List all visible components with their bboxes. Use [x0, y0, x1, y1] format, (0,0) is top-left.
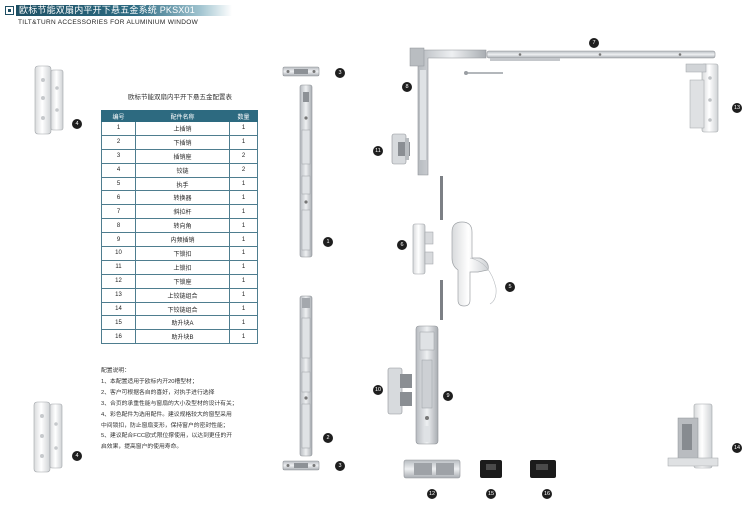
col-header-part-name: 配件名称 — [135, 110, 230, 122]
callout-badge: 7 — [589, 38, 599, 48]
header-marker-icon — [5, 6, 14, 15]
notes-heading: 配置说明： — [101, 368, 130, 374]
upper-bolt-icon — [299, 84, 313, 258]
cell-quantity: 1 — [229, 176, 258, 192]
callout-badge: 6 — [397, 240, 407, 250]
callout-badge: 16 — [542, 489, 552, 499]
drive-rod-upper-icon — [440, 176, 443, 220]
hinge-bottom-left-icon — [33, 401, 63, 473]
callout-badge: 4 — [72, 119, 82, 129]
lower-lock-seat-icon — [403, 459, 461, 479]
col-header-number: 编号 — [101, 110, 136, 122]
bottom-hinge-assembly-icon — [667, 403, 719, 469]
notes-line: 1、本配置适用于欧标内开20槽型材； — [101, 378, 198, 385]
callout-badge: 1 — [323, 237, 333, 247]
cell-quantity: 1 — [229, 204, 258, 220]
notes-line: 2、客户可根据各自的喜好，对执手进行选择 — [101, 389, 215, 396]
notes-line: 5、建议配合FCC欧式限位撑使用，以达到更佳的开 — [101, 433, 233, 440]
callout-badge: 8 — [402, 82, 412, 92]
callout-badge: 12 — [427, 489, 437, 499]
corner-drive-icon — [409, 47, 487, 176]
cell-quantity: 1 — [229, 329, 258, 345]
lift-block-b-icon — [530, 460, 556, 478]
hinge-top-left-icon — [34, 65, 64, 135]
transmission-icon — [412, 223, 434, 275]
notes-line: 3、合页的承重性能与窗扇的大小及型材的设计有关； — [101, 400, 238, 407]
page-subtitle: TILT&TURN ACCESSORIES FOR ALUMINIUM WIND… — [18, 19, 199, 26]
table-title: 欧标节能双扇内平开下悬五金配置表 — [128, 94, 232, 101]
page-title: 欧标节能双扇内平开下悬五金系统 PKSX01 — [19, 5, 195, 15]
notes-line: 4、彩色配件为选用配件。建议规格较大的窗型采用 — [101, 411, 232, 418]
config-notes: 配置说明： 1、本配置适用于欧标内开20槽型材； 2、客户可根据各自的喜好，对执… — [101, 366, 311, 453]
bolt-seat-top-icon — [282, 66, 320, 77]
center-lock-icon — [415, 325, 439, 445]
cell-quantity: 2 — [229, 148, 258, 164]
tilt-stay-arm-icon — [464, 50, 716, 75]
callout-badge: 13 — [732, 103, 742, 113]
cell-quantity: 1 — [229, 287, 258, 303]
callout-badge: 10 — [373, 385, 383, 395]
lower-bolt-icon — [299, 295, 313, 457]
cell-part-name: 助升块B — [135, 329, 230, 345]
col-header-quantity: 数量 — [229, 110, 258, 122]
upper-keeper-icon — [391, 133, 410, 165]
callout-badge: 2 — [323, 433, 333, 443]
lift-block-a-icon — [480, 460, 502, 478]
callout-badge: 5 — [505, 282, 515, 292]
callout-badge: 14 — [732, 443, 742, 453]
callout-badge: 11 — [373, 146, 383, 156]
top-hinge-assembly-icon — [685, 63, 719, 133]
callout-badge: 15 — [486, 489, 496, 499]
lower-keeper-icon — [387, 367, 412, 415]
callout-badge: 3 — [335, 461, 345, 471]
notes-line: 中间锁扣，防止窗扇变形，保持窗户的密封性能； — [101, 422, 229, 429]
callout-badge: 9 — [443, 391, 453, 401]
drive-rod-lower-icon — [440, 280, 443, 320]
table-header-row: 编号 配件名称 数量 — [101, 110, 258, 122]
window-handle-icon — [451, 221, 497, 307]
callout-badge: 4 — [72, 451, 82, 461]
callout-badge: 3 — [335, 68, 345, 78]
notes-line: 启效果，提高窗户的使用寿命。 — [101, 444, 183, 451]
bolt-seat-bottom-icon — [282, 460, 320, 471]
header-bar — [16, 5, 232, 16]
